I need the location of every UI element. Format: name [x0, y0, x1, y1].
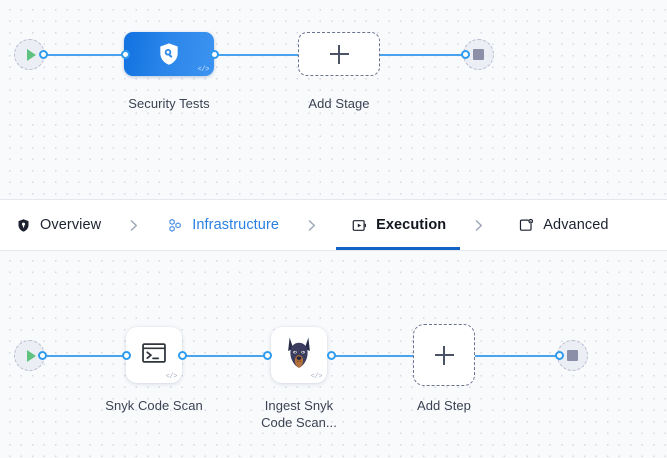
add-stage-label: Add Stage	[308, 96, 370, 111]
step2-label-line1: Ingest Snyk	[264, 398, 334, 413]
terminal-icon	[140, 339, 168, 372]
play-box-icon	[350, 216, 368, 234]
tab-overview[interactable]: Overview	[14, 200, 101, 250]
step1-output-port[interactable]	[178, 351, 187, 360]
add-step-button[interactable]	[413, 324, 475, 386]
code-badge-icon: </>	[165, 373, 178, 381]
tab-overview-label: Overview	[40, 217, 102, 233]
stop-icon	[567, 350, 578, 361]
stop-icon	[473, 49, 484, 60]
stage-canvas[interactable]: </> Security Tests Add Stage	[0, 0, 667, 199]
connector-step1-to-step2	[182, 354, 266, 357]
execution-end-input-port[interactable]	[555, 351, 564, 360]
stage-row: </> Security Tests Add Stage	[0, 0, 667, 199]
connector-start-to-step1	[42, 354, 126, 357]
start-output-port[interactable]	[39, 50, 48, 59]
stage-output-port[interactable]	[210, 50, 219, 59]
step1-label: Snyk Code Scan	[105, 398, 203, 413]
chevron-right-icon	[303, 200, 320, 250]
chevron-right-icon	[470, 200, 487, 250]
step-row: </>	[0, 251, 667, 458]
step2-label-line2: Code Scan...	[261, 415, 337, 430]
step-node-snyk-code-scan[interactable]: </>	[126, 327, 182, 383]
pipeline-tabbar: Overview Infrastructure	[0, 199, 667, 251]
shield-icon	[14, 216, 32, 234]
code-badge-icon: </>	[197, 66, 210, 74]
add-stage-button[interactable]	[298, 32, 380, 76]
snyk-dog-icon	[284, 336, 314, 374]
chevron-right-icon	[125, 200, 142, 250]
code-badge-icon: </>	[310, 373, 323, 381]
tab-advanced-label: Advanced	[543, 217, 609, 233]
connector-add-to-end	[475, 354, 558, 357]
step2-label: Ingest Snyk Code Scan...	[239, 397, 359, 431]
execution-canvas[interactable]: </>	[0, 251, 667, 458]
stage-node-security-tests[interactable]: </>	[124, 32, 214, 76]
tab-infrastructure-label: Infrastructure	[192, 217, 280, 233]
step-node-ingest-snyk-code-scan[interactable]: </>	[271, 327, 327, 383]
end-input-port[interactable]	[461, 50, 470, 59]
play-icon	[26, 349, 36, 362]
tab-execution-label: Execution	[376, 217, 447, 233]
step1-input-port[interactable]	[122, 351, 131, 360]
plus-icon	[434, 345, 454, 365]
step2-input-port[interactable]	[263, 351, 272, 360]
connector-stage-to-add	[214, 54, 298, 56]
connector-step2-to-add	[331, 354, 413, 357]
execution-start-output-port[interactable]	[38, 351, 47, 360]
step2-output-port[interactable]	[327, 351, 336, 360]
tab-execution[interactable]: Execution	[336, 200, 461, 250]
card-gear-icon	[517, 216, 535, 234]
tab-advanced[interactable]: Advanced	[517, 200, 608, 250]
connector-start-to-stage	[43, 54, 127, 56]
connector-add-to-end	[380, 54, 465, 56]
shield-search-icon	[156, 41, 182, 67]
tab-infrastructure[interactable]: Infrastructure	[166, 200, 279, 250]
plus-icon	[329, 44, 349, 64]
add-step-label: Add Step	[417, 398, 471, 413]
hexagon-cluster-icon	[166, 216, 184, 234]
play-icon	[26, 48, 36, 61]
stage-node-label: Security Tests	[128, 96, 210, 111]
stage-input-port[interactable]	[121, 50, 130, 59]
